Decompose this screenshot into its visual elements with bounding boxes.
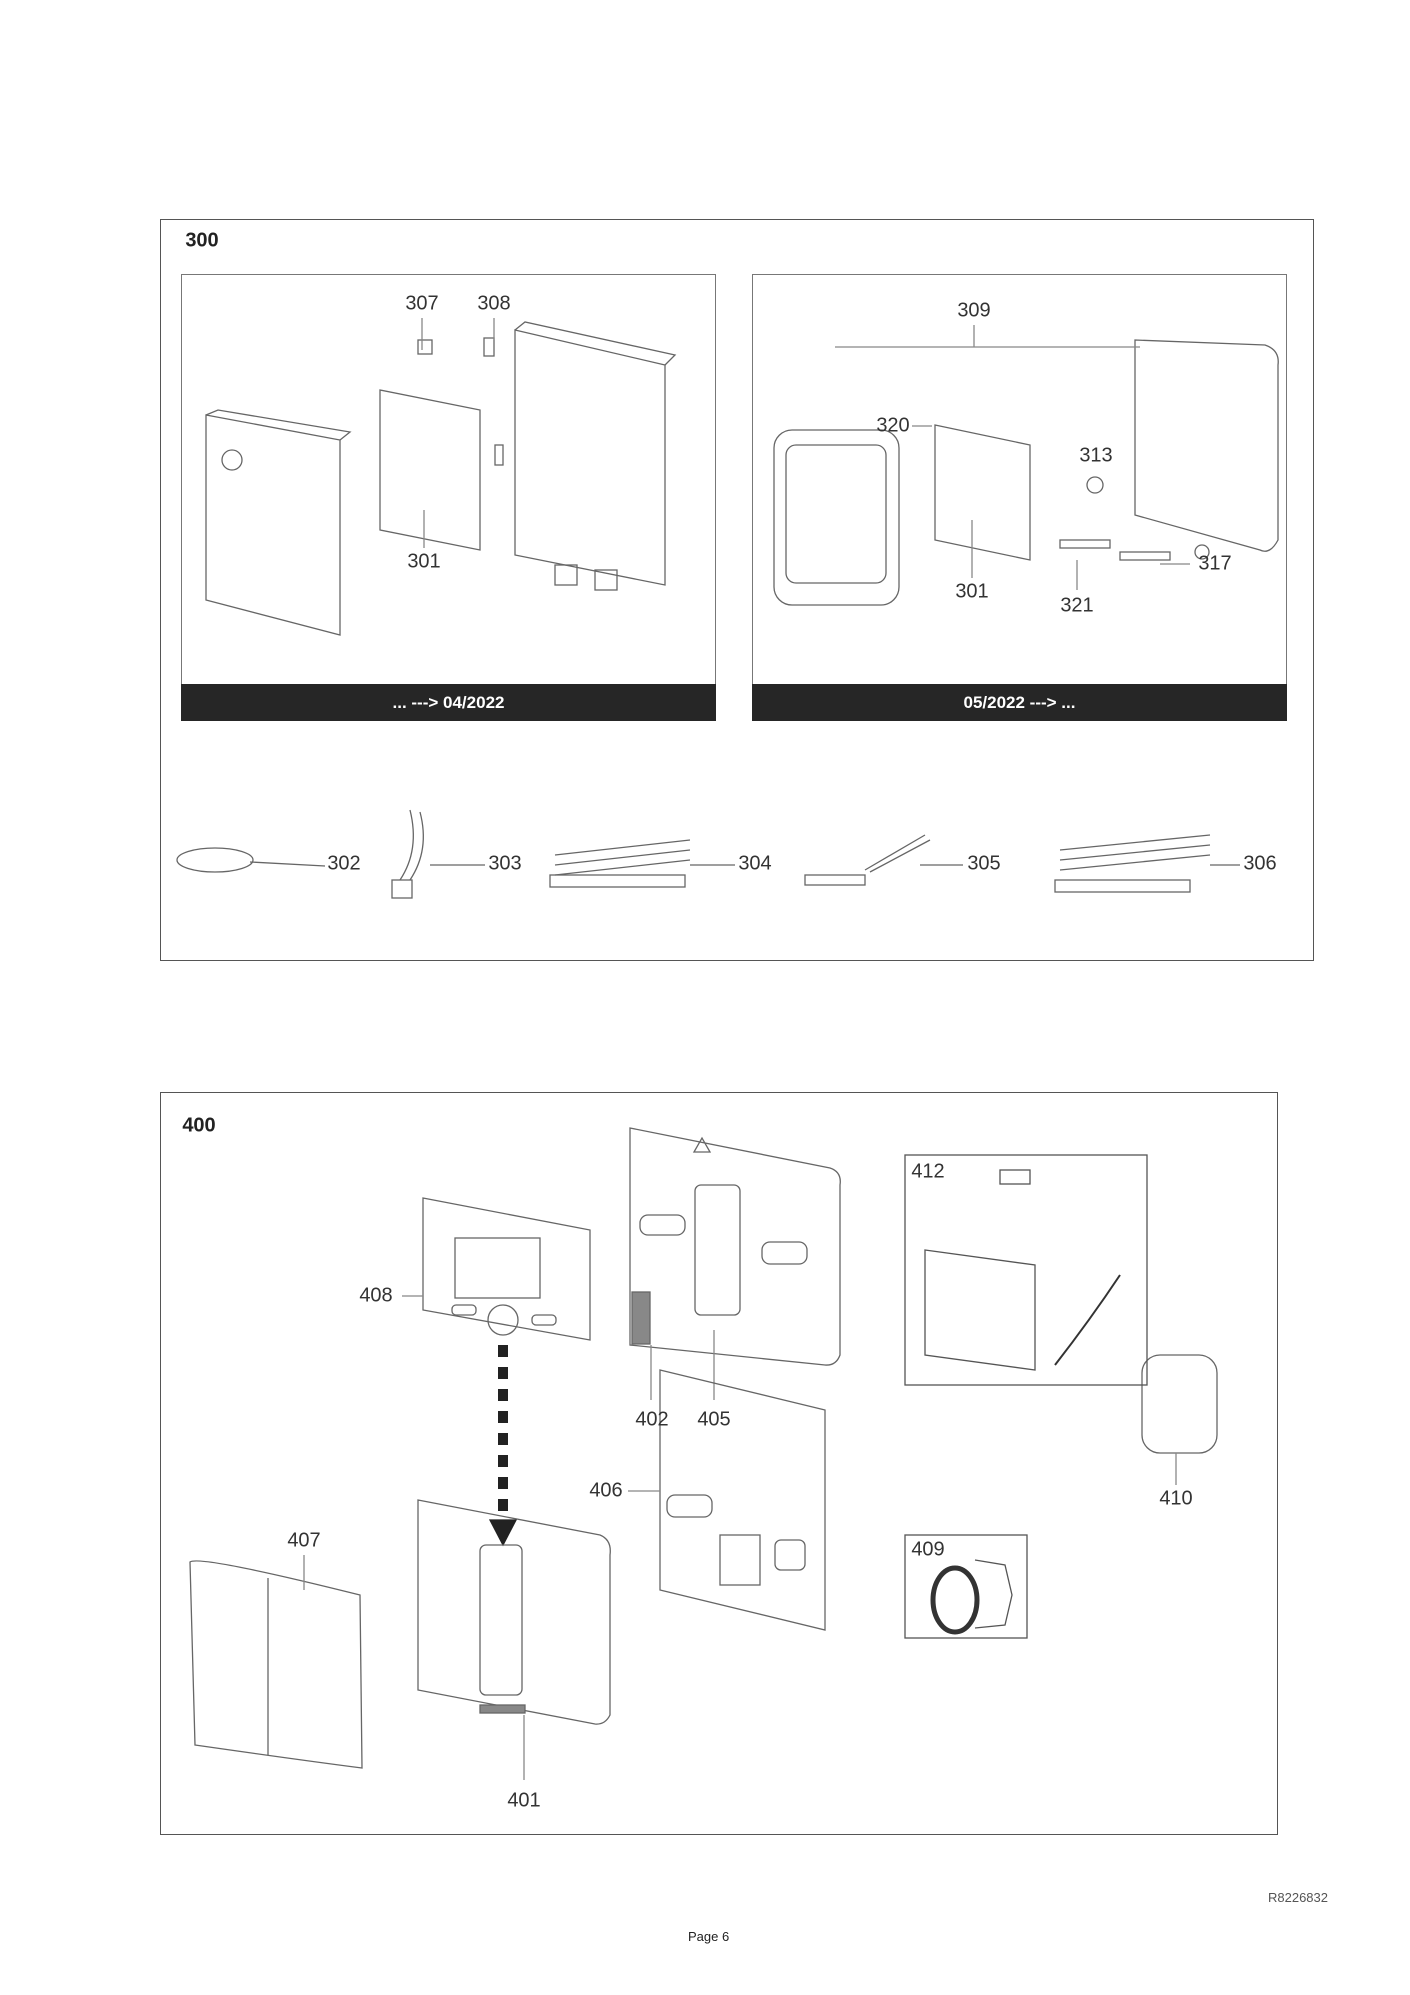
part-label: 309 xyxy=(957,299,991,322)
room-unit-drawing xyxy=(189,1127,1218,1780)
old-version-panel xyxy=(181,274,716,721)
part-label: 402 xyxy=(635,1408,669,1431)
section-300-title: 300 xyxy=(185,229,219,252)
new-control-box-drawing xyxy=(773,325,1279,606)
inset-boxes xyxy=(904,1154,1148,1639)
part-label: 408 xyxy=(359,1284,393,1307)
cable-label: 304 xyxy=(738,852,772,875)
section-300-frame xyxy=(160,219,1314,961)
new-version-panel xyxy=(752,274,1287,721)
cable-label: 302 xyxy=(327,852,361,875)
part-label: 410 xyxy=(1159,1487,1193,1510)
part-label: 321 xyxy=(1060,594,1094,617)
part-label: 405 xyxy=(697,1408,731,1431)
part-label: 313 xyxy=(1079,444,1113,467)
part-label: 401 xyxy=(507,1789,541,1812)
cable-label: 305 xyxy=(967,852,1001,875)
part-label: 301 xyxy=(955,580,989,603)
old-version-label: ... ---> 04/2022 xyxy=(181,684,716,721)
part-label: 320 xyxy=(876,414,910,437)
section-400-frame xyxy=(160,1092,1278,1835)
part-label: 317 xyxy=(1198,552,1232,575)
part-label: 308 xyxy=(477,292,511,315)
cable-label: 303 xyxy=(488,852,522,875)
part-label: 406 xyxy=(589,1479,623,1502)
new-version-label: 05/2022 ---> ... xyxy=(752,684,1287,721)
cables-drawing xyxy=(176,809,1240,899)
page-number: Page 6 xyxy=(688,1929,730,1944)
cable-label: 306 xyxy=(1243,852,1277,875)
old-control-box-drawing xyxy=(205,318,677,636)
part-label: 407 xyxy=(287,1529,321,1552)
part-label: 307 xyxy=(405,292,439,315)
section-400-title: 400 xyxy=(182,1114,216,1137)
drawing-reference: R8226832 xyxy=(1268,1890,1328,1905)
part-label: 301 xyxy=(407,550,441,573)
part-label: 409 xyxy=(911,1538,945,1561)
part-label: 412 xyxy=(911,1160,945,1183)
